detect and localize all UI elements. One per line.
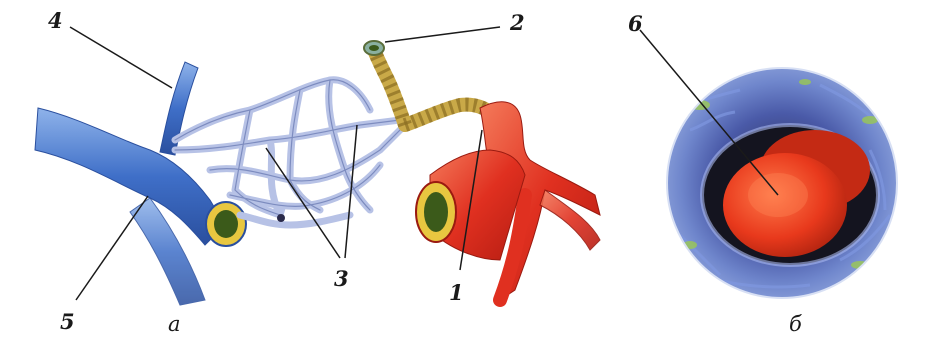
label-4: 4 [48, 8, 63, 33]
arteriole [364, 41, 495, 125]
panel-a-illustration [35, 27, 600, 305]
capillary-end [277, 214, 285, 222]
panel-label-b: б [789, 312, 802, 336]
panel-b-illustration [640, 30, 897, 298]
vein [35, 62, 246, 305]
label-2: 2 [509, 10, 525, 35]
label-1: 1 [449, 280, 464, 305]
panel-label-a: а [168, 312, 181, 336]
label-6: 6 [628, 11, 643, 36]
label-5: 5 [60, 309, 75, 334]
label-3: 3 [334, 266, 349, 291]
artery [416, 102, 600, 300]
